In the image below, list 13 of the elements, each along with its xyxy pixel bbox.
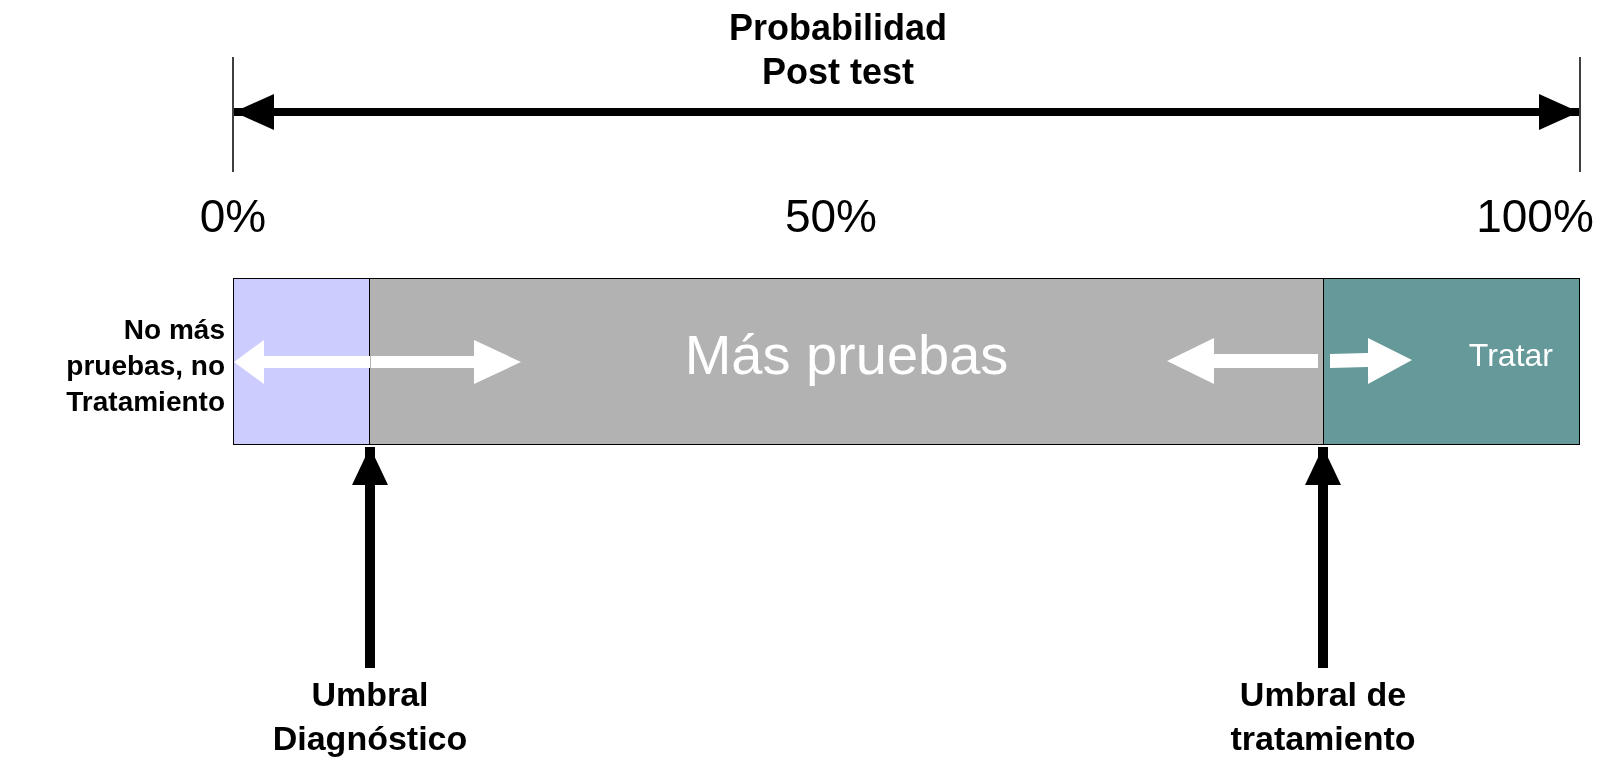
arrow [352,447,388,668]
axis-title: Probabilidad Post test [728,6,948,94]
threshold-label: Umbral de tratamiento [1229,674,1417,759]
arrow [1305,447,1341,668]
percent-tick-label: 50% [784,189,878,244]
outcome-label: No más pruebas, no Tratamiento [65,313,225,419]
threshold-label: Umbral Diagnóstico [271,674,469,759]
percent-tick-label: 100% [1476,189,1594,244]
probability-zone [233,278,370,445]
probability-zone [369,278,1324,445]
zone-label: Tratar [1468,338,1553,371]
percent-tick-label: 0% [199,189,267,244]
probability-zone [1323,278,1580,445]
